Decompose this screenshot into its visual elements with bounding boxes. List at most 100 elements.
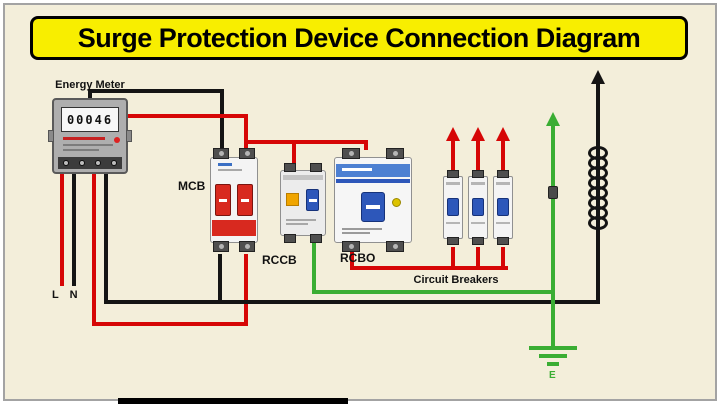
mcb-terminal xyxy=(239,148,255,159)
wire-live-segment xyxy=(92,322,248,326)
breaker-toggle-lever xyxy=(497,198,509,216)
wire-live-segment xyxy=(501,247,505,268)
breaker-band xyxy=(496,182,510,185)
rccb-terminal xyxy=(284,234,296,243)
up-arrow-icon xyxy=(446,127,460,141)
wire-live-segment xyxy=(350,266,508,270)
up-arrow-icon xyxy=(546,112,560,126)
mcb-toggle-lever xyxy=(215,184,231,216)
rcbo-test-button xyxy=(392,198,401,207)
rccb-terminal xyxy=(310,234,322,243)
terminal-screw xyxy=(111,160,117,166)
rcbo-text-line xyxy=(342,232,370,234)
wire-neutral-segment xyxy=(72,174,76,286)
wire-neutral-segment xyxy=(218,254,222,302)
rcbo-label: RCBO xyxy=(340,251,376,265)
terminal-screw xyxy=(392,151,398,156)
rccb-text-line xyxy=(286,219,316,221)
wire-earth-segment xyxy=(312,290,555,294)
rcbo-text-line xyxy=(342,228,382,230)
breaker-terminal xyxy=(472,237,484,245)
terminal-screw xyxy=(244,151,250,156)
breaker-terminal xyxy=(472,170,484,178)
rccb-band xyxy=(283,175,323,180)
rcbo-terminal xyxy=(342,241,360,252)
wire-live-segment xyxy=(476,139,480,170)
wire-live-segment xyxy=(126,114,248,118)
circuit-breaker-device xyxy=(493,170,513,245)
rccb-label: RCCB xyxy=(262,253,297,267)
earth-wire-connector xyxy=(548,186,558,199)
breaker-toggle-lever xyxy=(472,198,484,216)
breaker-band xyxy=(446,222,460,224)
wire-live-segment xyxy=(244,254,248,324)
rccb-terminal xyxy=(284,163,296,172)
wire-live-segment xyxy=(244,114,248,150)
up-arrow-icon xyxy=(591,70,605,84)
terminal-screw xyxy=(348,151,354,156)
wire-live-segment xyxy=(501,139,505,170)
rcbo-band xyxy=(336,179,410,183)
ground-symbol-bar xyxy=(547,362,559,366)
wire-neutral-segment xyxy=(220,89,224,149)
toggle-mark xyxy=(219,198,227,202)
mcb-text-line xyxy=(218,169,242,171)
terminal-screw xyxy=(392,244,398,249)
circuit-breakers-label: Circuit Breakers xyxy=(413,274,499,286)
title-banner: Surge Protection Device Connection Diagr… xyxy=(30,16,688,60)
rcbo-terminal xyxy=(386,241,404,252)
ground-symbol-bar xyxy=(529,346,577,350)
mcb-red-band xyxy=(212,220,256,236)
meter-mount-ear xyxy=(48,130,54,142)
breaker-band xyxy=(446,182,460,185)
rcbo-terminal xyxy=(342,148,360,159)
page-title: Surge Protection Device Connection Diagr… xyxy=(77,22,641,53)
meter-display: 00046 xyxy=(61,107,119,132)
meter-red-stripe xyxy=(63,137,105,140)
mcb-brand-band xyxy=(218,163,232,166)
bottom-strip xyxy=(118,398,348,404)
meter-text-line xyxy=(63,149,99,151)
terminal-screw xyxy=(218,244,224,249)
up-arrow-icon xyxy=(496,127,510,141)
toggle-mark xyxy=(366,205,380,209)
breaker-terminal xyxy=(447,170,459,178)
mcb-device xyxy=(210,148,258,252)
mcb-terminal xyxy=(239,241,255,252)
surge-coil-icon xyxy=(588,216,608,230)
rcbo-brand-mark xyxy=(342,168,372,171)
breaker-band xyxy=(496,222,510,224)
wire-live-segment xyxy=(292,140,296,165)
earth-label: E xyxy=(549,370,556,381)
toggle-mark xyxy=(241,198,249,202)
wire-neutral-segment xyxy=(104,174,108,302)
breaker-terminal xyxy=(497,237,509,245)
wire-live-segment xyxy=(92,174,96,326)
meter-text-line xyxy=(63,144,113,146)
rcbo-device xyxy=(334,148,412,252)
rccb-toggle-lever xyxy=(306,189,319,211)
breaker-toggle-lever xyxy=(447,198,459,216)
breaker-band xyxy=(471,222,485,224)
rcbo-toggle-lever xyxy=(361,192,385,222)
terminal-screw xyxy=(95,160,101,166)
circuit-breaker-device xyxy=(443,170,463,245)
terminal-screw xyxy=(79,160,85,166)
rccb-test-button xyxy=(286,193,299,206)
wire-neutral-segment xyxy=(104,300,600,304)
breaker-band xyxy=(471,182,485,185)
circuit-breaker-device xyxy=(468,170,488,245)
breaker-terminal xyxy=(497,170,509,178)
rccb-device xyxy=(280,163,326,243)
meter-mount-ear xyxy=(126,130,132,142)
breaker-terminal xyxy=(447,237,459,245)
terminal-screw xyxy=(244,244,250,249)
up-arrow-icon xyxy=(471,127,485,141)
energy-meter-label: Energy Meter xyxy=(55,79,125,91)
ground-symbol-bar xyxy=(539,354,567,358)
mcb-toggle-lever xyxy=(237,184,253,216)
wire-live-segment xyxy=(451,247,455,268)
wire-neutral-segment xyxy=(88,89,224,93)
terminal-screw xyxy=(63,160,69,166)
meter-led-indicator xyxy=(114,137,120,143)
